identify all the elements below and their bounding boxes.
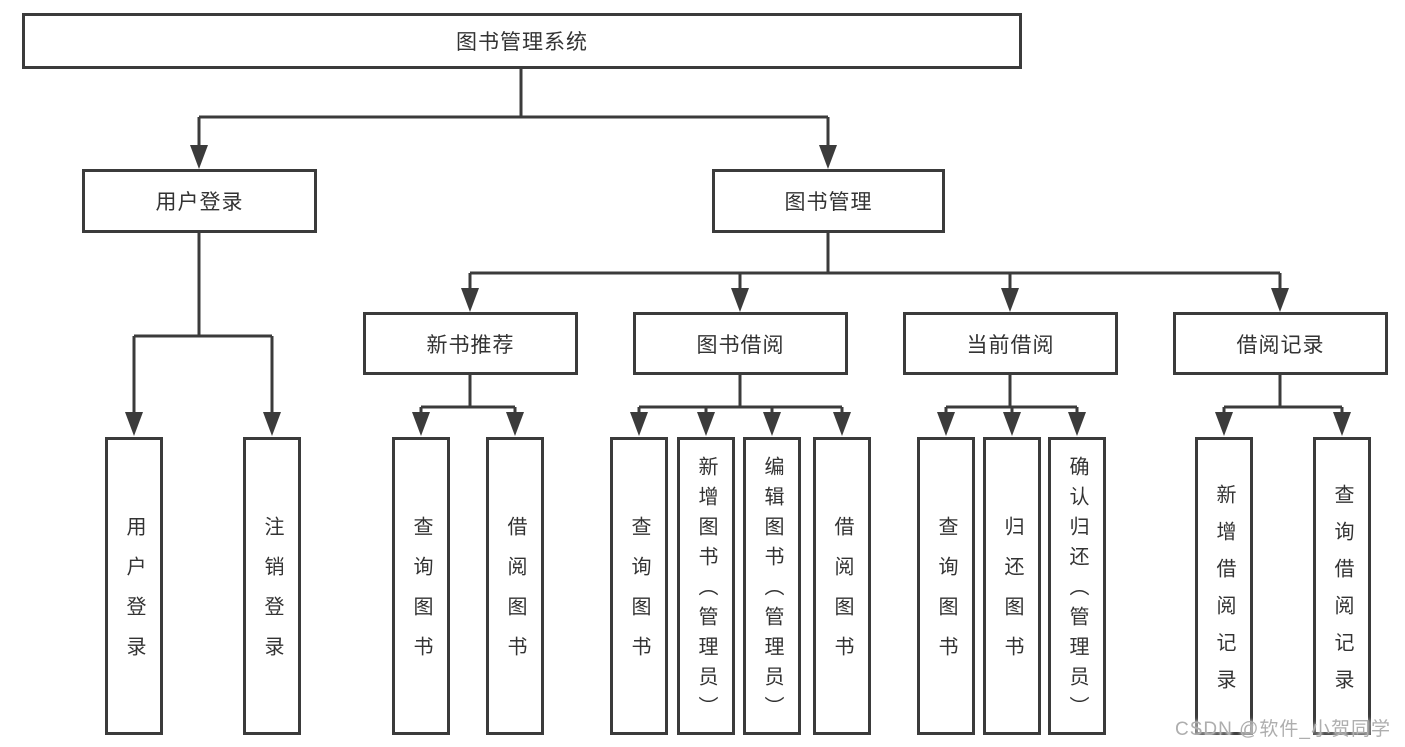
leaf-label: 借阅图书 [831,516,853,676]
leaf-label: 注销登录 [261,516,283,676]
leaf-query-books-current: 查询图书 [917,437,975,735]
node-user-login: 用户登录 [82,169,317,233]
leaf-label: 新增借阅记录 [1213,483,1235,706]
leaf-logout: 注销登录 [243,437,301,735]
node-label: 图书管理 [784,191,873,214]
leaf-user-login: 用户登录 [105,437,163,735]
node-new-book-recommend: 新书推荐 [363,312,578,375]
leaf-add-book-admin: 新增图书（管理员） [677,437,735,735]
leaf-label: 新增图书（管理员） [695,456,717,726]
leaf-edit-book-admin: 编辑图书（管理员） [743,437,801,735]
leaf-label: 用户登录 [123,516,145,676]
leaf-borrow-books-borrow: 借阅图书 [813,437,871,735]
node-root: 图书管理系统 [22,13,1022,69]
leaf-query-books-borrow: 查询图书 [610,437,668,735]
leaf-borrow-books-recommend: 借阅图书 [486,437,544,735]
node-book-management: 图书管理 [712,169,945,233]
leaf-label: 查询图书 [410,516,432,676]
leaf-confirm-return-admin: 确认归还（管理员） [1048,437,1106,735]
node-label: 借阅记录 [1236,333,1325,357]
leaf-label: 确认归还（管理员） [1066,456,1088,726]
node-label: 图书借阅 [696,333,785,357]
leaf-label: 借阅图书 [504,516,526,676]
leaf-query-books-recommend: 查询图书 [392,437,450,735]
leaf-label: 归还图书 [1001,516,1023,676]
leaf-label: 编辑图书（管理员） [761,456,783,726]
node-current-borrowing: 当前借阅 [903,312,1118,375]
leaf-return-book: 归还图书 [983,437,1041,735]
node-book-borrowing: 图书借阅 [633,312,848,375]
leaf-label: 查询图书 [628,516,650,676]
leaf-add-borrow-record: 新增借阅记录 [1195,437,1253,735]
watermark: CSDN @软件_小贺同学 [1175,719,1391,740]
node-label: 新书推荐 [426,333,515,357]
leaf-query-borrow-record: 查询借阅记录 [1313,437,1371,735]
node-borrow-records: 借阅记录 [1173,312,1388,375]
node-label: 图书管理系统 [456,31,588,54]
node-label: 当前借阅 [966,333,1055,357]
leaf-label: 查询借阅记录 [1331,483,1353,706]
node-label: 用户登录 [155,191,244,214]
leaf-label: 查询图书 [935,516,957,676]
